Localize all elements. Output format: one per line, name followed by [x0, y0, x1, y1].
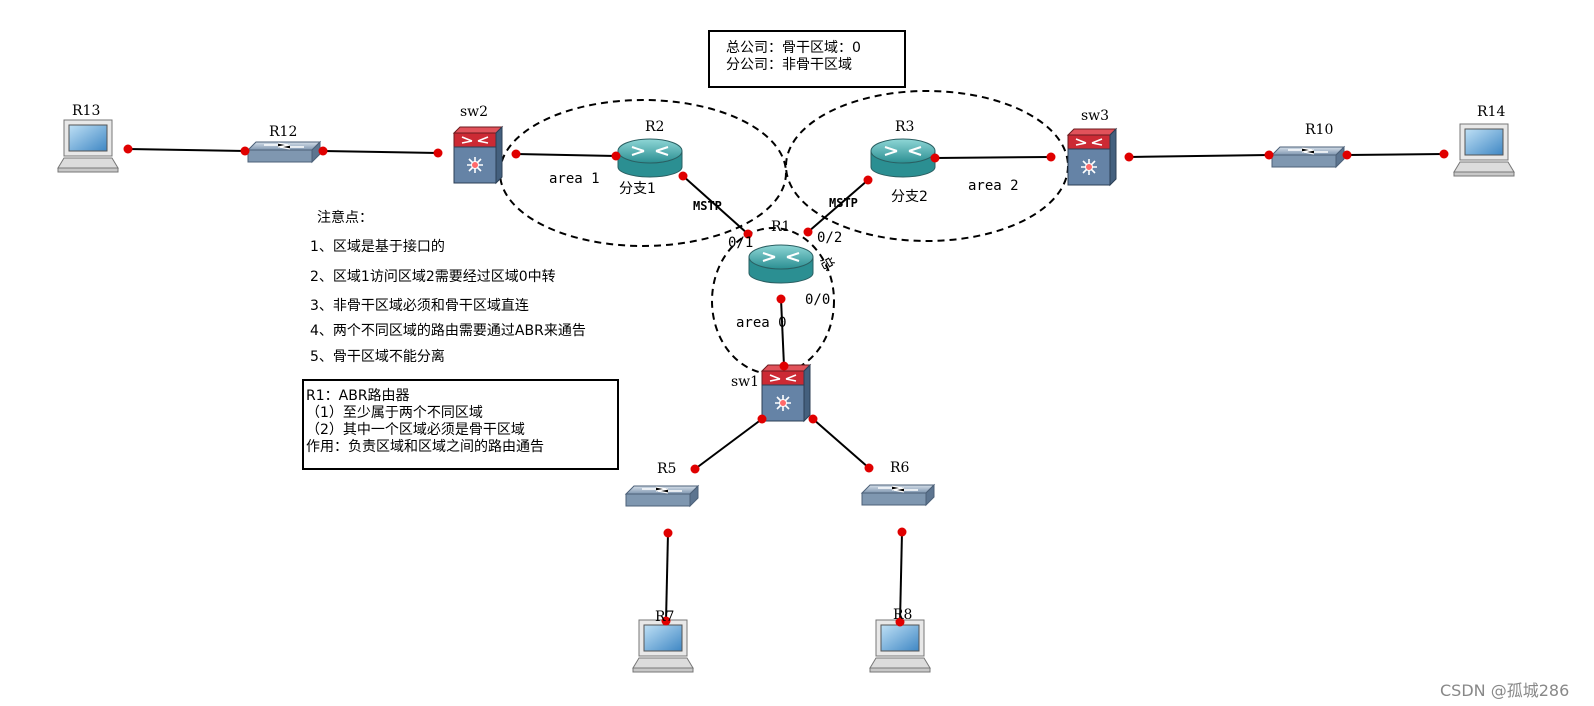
hq-legend-line-1: 总公司：骨干区域：0: [726, 40, 861, 56]
link-sw3-r10: [1128, 154, 1270, 158]
abr-legend-line-4: 作用：负责区域和区域之间的路由通告: [306, 439, 544, 455]
area-label-1: area 1: [549, 171, 600, 187]
link-r12-sw2: [322, 150, 439, 154]
node-label-r5: R5: [657, 461, 676, 477]
port-dot: [776, 294, 786, 304]
port-dot: [1124, 152, 1134, 162]
router-icon-r3[interactable]: [870, 138, 936, 178]
interface-label-0-1: 0/1: [728, 235, 753, 251]
link-r10-r14: [1346, 153, 1445, 156]
pc-icon-r8[interactable]: [869, 619, 931, 673]
link-r3-r1: [807, 179, 869, 233]
port-dot: [433, 148, 443, 158]
port-dot: [743, 229, 753, 239]
link-r3-sw3: [934, 156, 1052, 159]
port-dot: [318, 146, 328, 156]
abr-legend-line-3: （2）其中一个区域必须是骨干区域: [306, 422, 525, 438]
port-dot: [757, 414, 767, 424]
port-dot: [690, 464, 700, 474]
abr-legend-line-2: （1）至少属于两个不同区域: [306, 405, 483, 421]
port-dot: [123, 144, 133, 154]
node-label-r6: R6: [890, 460, 910, 476]
node-label-sw1: sw1: [731, 374, 759, 390]
notes-title: 注意点：: [317, 210, 373, 226]
node-label-sw2: sw2: [460, 104, 488, 120]
area-label-2: area 2: [968, 178, 1019, 194]
node-label-r7: R7: [655, 609, 674, 625]
notes-item-1: 1、区域是基于接口的: [310, 239, 445, 255]
link-sw1-r5: [694, 418, 763, 470]
node-label-r13: R13: [72, 103, 100, 119]
pc-icon-r13[interactable]: [57, 119, 119, 173]
node-label-r3: R3: [895, 119, 914, 135]
l3switch-icon-sw2[interactable]: [453, 126, 503, 184]
abr-legend-box: R1：ABR路由器 （1）至少属于两个不同区域 （2）其中一个区域必须是骨干区域…: [302, 379, 619, 470]
pc-icon-r7[interactable]: [632, 619, 694, 673]
hq-legend-line-2: 分公司：非骨干区域: [726, 57, 852, 73]
link-r13-r12: [127, 148, 246, 152]
port-dot: [803, 227, 813, 237]
port-dot: [864, 463, 874, 473]
router-icon-r1[interactable]: [748, 244, 814, 284]
notes-item-5: 5、骨干区域不能分离: [310, 349, 445, 365]
port-dot: [897, 527, 907, 537]
link-r2-r1: [682, 175, 749, 235]
notes-item-3: 3、非骨干区域必须和骨干区域直连: [310, 298, 529, 314]
router-icon-r2[interactable]: [617, 138, 683, 178]
link-label-mstp-right: MSTP: [829, 196, 858, 210]
abr-legend-line-1: R1：ABR路由器: [306, 388, 410, 404]
node-label-r2: R2: [645, 119, 664, 135]
port-dot: [779, 361, 789, 371]
port-dot: [663, 528, 673, 538]
switch-icon-r5[interactable]: [625, 485, 699, 507]
interface-label-0-2: 0/2: [817, 230, 842, 246]
l3switch-icon-sw3[interactable]: [1067, 128, 1117, 186]
node-label-r12: R12: [269, 124, 297, 140]
port-dot: [511, 149, 521, 159]
port-dot: [1439, 149, 1449, 159]
port-dot: [1046, 152, 1056, 162]
port-dot: [863, 175, 873, 185]
switch-icon-r10[interactable]: [1271, 146, 1345, 168]
notes-item-4: 4、两个不同区域的路由需要通过ABR来通告: [310, 323, 586, 339]
node-label-sw3: sw3: [1081, 108, 1109, 124]
area-label-0: area 0: [736, 315, 787, 331]
port-dot: [661, 616, 671, 626]
node-label-r14: R14: [1477, 104, 1505, 120]
port-dot: [240, 146, 250, 156]
link-sw1-r6: [812, 418, 870, 469]
pc-icon-r14[interactable]: [1453, 123, 1515, 177]
branch-label-1: 分支1: [619, 181, 656, 197]
port-dot: [678, 171, 688, 181]
link-r1-sw1: [780, 298, 785, 367]
node-label-r8: R8: [893, 607, 912, 623]
link-label-mstp-left: MSTP: [693, 199, 722, 213]
port-dot: [1264, 150, 1274, 160]
notes-item-2: 2、区域1访问区域2需要经过区域0中转: [310, 269, 556, 285]
port-dot: [611, 151, 621, 161]
node-label-r10: R10: [1305, 122, 1333, 138]
interface-label-0-0: 0/0: [805, 292, 830, 308]
port-dot: [1342, 150, 1352, 160]
branch-label-2: 分支2: [891, 189, 928, 205]
port-dot: [895, 617, 905, 627]
hq-legend-box: 总公司：骨干区域：0 分公司：非骨干区域: [708, 30, 906, 88]
watermark: CSDN @孤城286: [1440, 681, 1570, 700]
side-label: 总: [816, 254, 837, 274]
area0-boundary: [711, 227, 835, 375]
link-sw2-r2: [515, 153, 617, 157]
port-dot: [808, 414, 818, 424]
port-dot: [930, 153, 940, 163]
node-label-r1: R1: [771, 219, 790, 235]
switch-icon-r12[interactable]: [247, 141, 321, 163]
l3switch-icon-sw1[interactable]: [761, 364, 811, 422]
switch-icon-r6[interactable]: [861, 484, 935, 506]
link-r6-r8: [899, 531, 903, 623]
link-r5-r7: [665, 532, 669, 622]
